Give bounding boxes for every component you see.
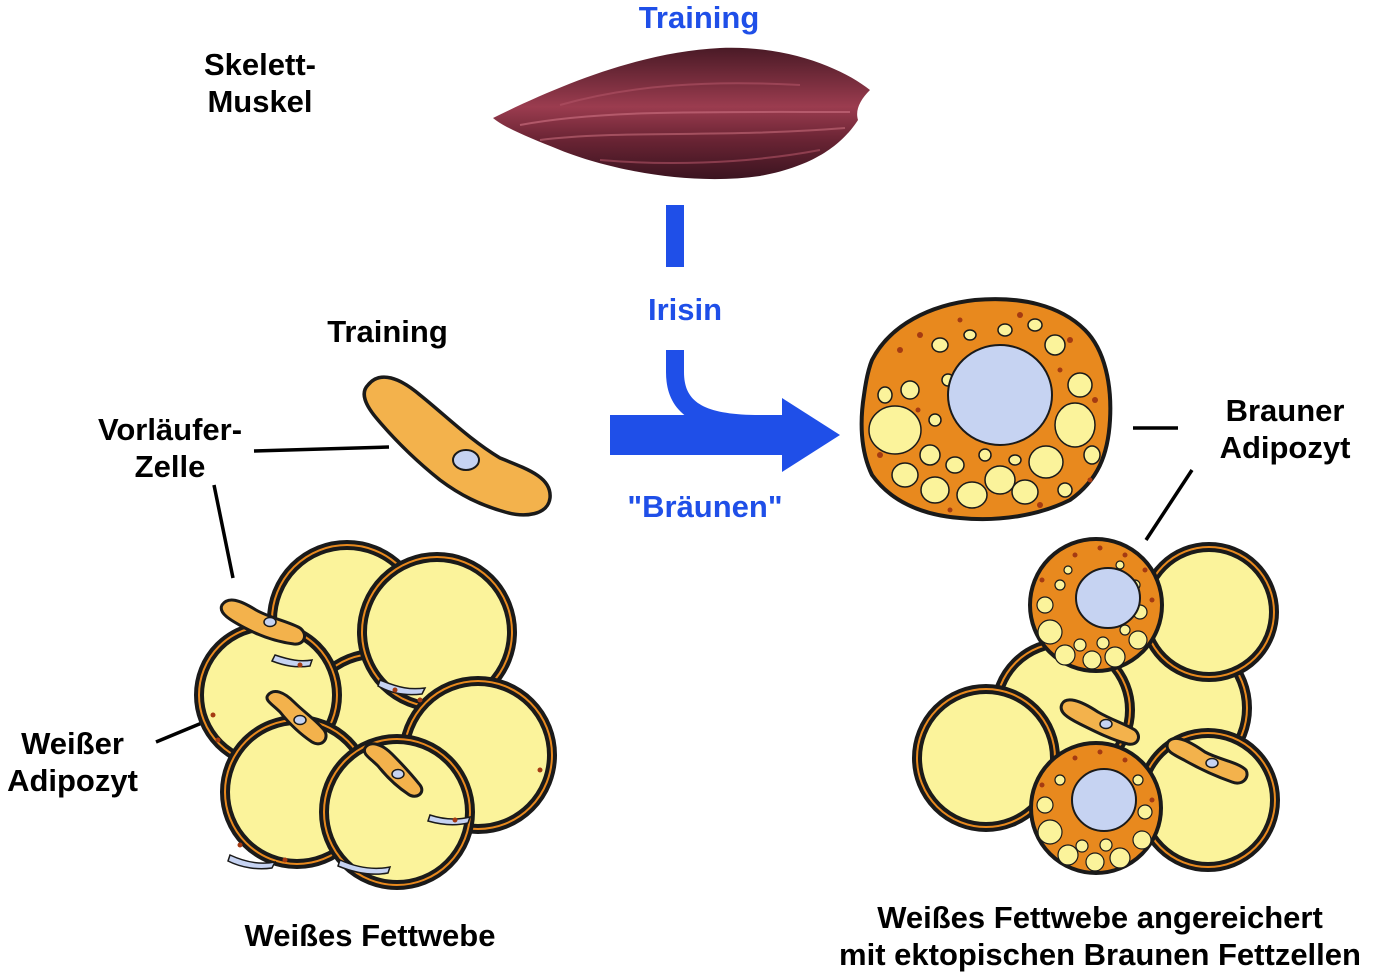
brown-adipocyte-label-line1: Brauner bbox=[1225, 393, 1345, 428]
brown-adipocyte-label-line2: Adipozyt bbox=[1219, 430, 1351, 465]
white-fat-tissue-caption: Weißes Fettwebe bbox=[244, 918, 496, 953]
skeletal-muscle-label-line2: Muskel bbox=[207, 84, 313, 119]
browning-label: "Bräunen" bbox=[627, 489, 783, 524]
enriched-tissue-caption-line1: Weißes Fettwebe angereichert bbox=[877, 900, 1323, 935]
mixed-fat-cluster-icon bbox=[912, 537, 1280, 875]
white-adipocyte-label-line1: Weißer bbox=[21, 726, 124, 761]
leader-lines bbox=[155, 426, 1194, 744]
browning-arrow-icon bbox=[610, 205, 840, 472]
white-fat-cluster-icon bbox=[194, 540, 557, 890]
precursor-cell-icon bbox=[362, 375, 552, 517]
precursor-cell-label-line2: Zelle bbox=[134, 449, 206, 484]
muscle-icon bbox=[493, 47, 870, 180]
enriched-tissue-caption-line2: mit ektopischen Braunen Fettzellen bbox=[839, 937, 1361, 972]
brown-adipocyte-icon bbox=[859, 297, 1113, 522]
training-top-label: Training bbox=[638, 0, 760, 35]
irisin-label: Irisin bbox=[647, 292, 723, 327]
precursor-cell-label-line1: Vorläufer- bbox=[97, 412, 243, 447]
training-left-label: Training bbox=[327, 314, 448, 349]
skeletal-muscle-label-line1: Skelett- bbox=[204, 47, 316, 82]
white-adipocyte-label-line2: Adipozyt bbox=[7, 763, 138, 798]
